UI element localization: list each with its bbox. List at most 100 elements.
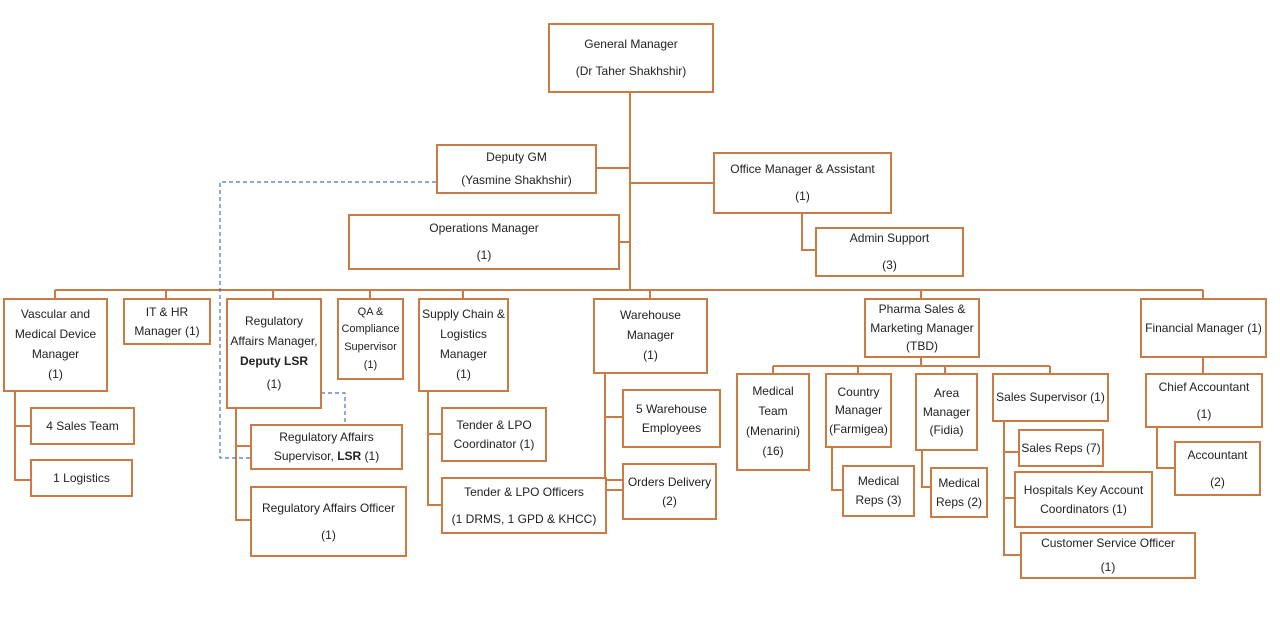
node-count: (3) (882, 258, 897, 272)
node-role-lsr: LSR (337, 449, 362, 463)
dashed-link-lsr-to-deputy (219, 181, 436, 459)
node-hospitals-key-account: Hospitals Key Account Coordinators (1) (1014, 471, 1153, 528)
node-medical-reps-3: Medical Reps (3) (842, 465, 915, 517)
node-line: (1 DRMS, 1 GPD & KHCC) (451, 511, 597, 526)
node-count: (1) (476, 248, 492, 262)
node-line: Affairs Manager, (230, 333, 318, 348)
node-line: Reps (2) (935, 494, 982, 509)
connector-area-reps (921, 450, 930, 488)
node-count: (1) (48, 366, 63, 381)
node-accountant: Accountant (2) (1174, 441, 1261, 496)
node-line: Orders Delivery (627, 474, 712, 489)
node-name: (Yasmine Shakhshir) (461, 173, 572, 187)
node-count: (16) (762, 443, 784, 458)
node-name: (Dr Taher Shakhshir) (575, 64, 687, 78)
node-line: Medical (752, 384, 794, 399)
node-line: Coordinators (1) (1040, 501, 1127, 516)
node-line: 5 Warehouse (636, 401, 707, 416)
node-deputy-gm: Deputy GM (Yasmine Shakhshir) (436, 144, 597, 194)
node-line: (TBD) (906, 339, 938, 354)
node-role-deputy-lsr: Deputy LSR (239, 353, 308, 368)
node-operations-manager: Operations Manager (1) (348, 214, 620, 270)
node-count: (1) (361, 449, 380, 463)
node-title: Customer Service Officer (1041, 536, 1175, 550)
node-count: (1) (363, 358, 378, 371)
node-regulatory-officer: Regulatory Affairs Officer (1) (250, 486, 407, 557)
node-customer-service-officer: Customer Service Officer (1) (1020, 532, 1196, 579)
connector-vascular-children (14, 391, 30, 481)
node-line: Area (933, 386, 960, 401)
node-regulatory-supervisor: Regulatory Affairs Supervisor, LSR (1) (250, 424, 403, 470)
node-it-hr-manager: IT & HR Manager (1) (123, 298, 211, 345)
node-area-manager: Area Manager (Fidia) (915, 373, 978, 451)
node-line: (Menarini) (745, 424, 800, 438)
connector-supply-children (427, 391, 441, 506)
node-chief-accountant: Chief Accountant (1) (1145, 373, 1263, 428)
connector-financial-children (1156, 357, 1204, 469)
node-count: (2) (662, 493, 677, 508)
node-title: Office Manager & Assistant (730, 162, 875, 177)
node-line: Warehouse (620, 308, 681, 323)
node-title: General Manager (584, 37, 678, 52)
node-tender-coordinator: Tender & LPO Coordinator (1) (441, 407, 547, 462)
node-count: (2) (1210, 474, 1225, 489)
node-line: IT & HR (145, 304, 189, 319)
node-line: Medical (938, 475, 980, 490)
node-title: Sales Supervisor (1) (996, 390, 1105, 405)
connector-reg-children (235, 409, 250, 521)
node-tender-officers: Tender & LPO Officers (1 DRMS, 1 GPD & K… (441, 477, 607, 534)
node-qa-supervisor: QA & Compliance Supervisor (1) (337, 298, 404, 380)
node-line: Regulatory Affairs (279, 430, 374, 445)
node-line: (Fidia) (929, 423, 964, 438)
node-title: Deputy GM (486, 150, 547, 165)
node-title: Regulatory Affairs Officer (262, 500, 395, 515)
node-financial-manager: Financial Manager (1) (1140, 298, 1267, 358)
node-line: Reps (3) (855, 493, 902, 507)
node-title: Admin Support (849, 231, 930, 246)
node-general-manager: General Manager (Dr Taher Shakhshir) (548, 23, 714, 93)
node-warehouse-manager: Warehouse Manager (1) (593, 298, 708, 374)
node-line: Pharma Sales & (878, 302, 966, 317)
node-line: Tender & LPO (456, 417, 532, 432)
node-text: Supervisor, (273, 449, 338, 463)
node-line: Manager (834, 403, 883, 418)
node-line: Coordinator (1) (453, 436, 535, 451)
node-line: Supervisor, LSR (1) (274, 447, 379, 466)
node-line: Medical Device (14, 327, 97, 342)
node-regulatory-manager: Regulatory Affairs Manager, Deputy LSR (… (226, 298, 322, 409)
node-title: Operations Manager (429, 221, 539, 236)
node-title: 1 Logistics (53, 470, 110, 485)
node-sales-team: 4 Sales Team (30, 407, 135, 445)
node-warehouse-employees: 5 Warehouse Employees (622, 389, 721, 448)
node-line: Supervisor (344, 341, 397, 353)
node-country-manager: Country Manager (Farmigea) (825, 373, 892, 448)
node-sales-supervisor: Sales Supervisor (1) (992, 373, 1109, 422)
node-line: Medical (857, 474, 900, 489)
node-count: (1) (456, 366, 471, 381)
node-orders-delivery: Orders Delivery (2) (622, 463, 717, 520)
connector-country-reps (831, 447, 842, 491)
node-line: Tender & LPO Officers (464, 484, 584, 499)
node-sales-reps: Sales Reps (7) (1018, 429, 1104, 467)
node-line: QA & (357, 305, 384, 318)
node-line: Hospitals Key Account (1023, 482, 1144, 497)
node-count: (1) (1196, 406, 1212, 421)
node-admin-support: Admin Support (3) (815, 227, 964, 277)
node-office-manager: Office Manager & Assistant (1) (713, 152, 892, 214)
node-line: Logistics (440, 327, 487, 342)
node-medical-team: Medical Team (Menarini) (16) (736, 373, 810, 471)
node-line: Regulatory (244, 313, 304, 328)
node-line: Manager (1) (134, 323, 200, 338)
node-medical-reps-2: Medical Reps (2) (930, 467, 988, 518)
node-line: Manager (626, 328, 675, 343)
node-title: Chief Accountant (1158, 379, 1250, 394)
node-line: Manager (439, 347, 488, 361)
node-line: Team (758, 404, 788, 419)
node-count: (1) (266, 377, 282, 392)
connector-salessup-children (1003, 420, 1020, 556)
node-title: 4 Sales Team (46, 418, 119, 433)
node-title: Sales Reps (7) (1021, 440, 1101, 455)
node-count: (1) (643, 347, 658, 362)
node-title: Accountant (1187, 447, 1248, 462)
